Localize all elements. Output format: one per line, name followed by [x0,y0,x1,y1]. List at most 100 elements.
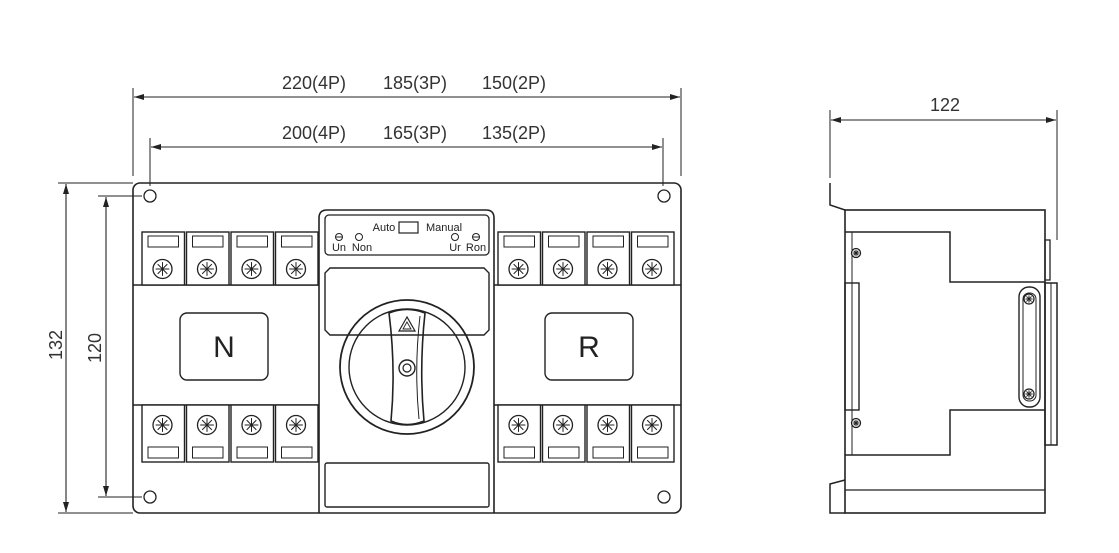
terminal-wire-slot [637,235,669,248]
indicator-non-label: Non [352,242,372,254]
terminal-screw-icon [508,414,529,436]
mounting-hole-bottom-right [657,490,671,504]
screw-slot [1026,296,1032,302]
rotary-handle [339,299,475,435]
terminal-wire-slot [281,446,313,459]
indicator-ur-label: Ur [449,242,461,254]
terminal-screw-icon [552,414,574,436]
bottom-terminal-left-3 [230,404,275,463]
terminal-screw-icon [285,414,307,436]
bottom-terminal-left-4 [274,404,319,463]
screw-slot [602,419,613,431]
terminal-screw-icon [597,414,618,436]
screw-slot [602,263,613,275]
overall-height-label: 132 [46,330,66,360]
control-module-outline [318,209,495,513]
slotted-bracket-outer [1018,286,1041,408]
screw-slot [1026,391,1032,397]
mounting-width-label-2p: 135(2P) [482,123,546,143]
terminal-wire-slot [592,235,624,248]
screw-slot [853,420,859,426]
screw-slot [201,263,213,275]
terminal-wire-slot [637,446,669,459]
side-slotted-bracket [1018,286,1041,408]
bottom-terminal-left-1 [141,404,186,463]
depth-label: 122 [930,95,960,115]
terminal-screw-icon [196,414,218,436]
screw-slot [201,419,213,431]
handle-grip [388,308,426,426]
handle-inner-ring [348,308,466,426]
screw-slot [157,419,168,431]
din-clip-top [829,183,846,211]
front-view: 220(4P) 185(3P) 150(2P) 200(4P) 165(3P) … [46,73,682,514]
overall-height-dimension: 132 [46,182,133,514]
mounting-height-dimension: 120 [85,195,142,498]
overall-width-label-4p: 220(4P) [282,73,346,93]
handle-hub-outer [398,359,416,377]
side-screw-bottom-icon [850,417,862,429]
normal-source-letter: N [213,331,235,364]
depth-dimension: 122 [829,95,1058,240]
top-terminal-right-1 [497,231,542,286]
terminal-wire-slot [147,446,179,459]
top-terminal-left-2 [185,231,230,286]
mode-auto-label: Auto [373,222,396,234]
terminal-wire-slot [281,235,313,248]
indicator-non-lamp [355,233,363,241]
terminal-screw-icon [196,258,218,280]
screw-slot [290,263,302,275]
terminal-screw-icon [241,414,262,436]
overall-width-label-3p: 185(3P) [383,73,447,93]
slotted-bracket-slot [1022,292,1037,402]
side-left-tab [844,282,860,411]
terminal-screw-icon [508,258,529,280]
screw-slot [290,419,302,431]
status-panel-frame [324,214,490,256]
mounting-height-label: 120 [85,333,105,363]
screw-slot [513,263,524,275]
mounting-width-label-3p: 165(3P) [383,123,447,143]
screw-slot [246,263,257,275]
terminal-blocks [141,231,675,463]
mounting-hole-bottom-left [143,490,157,504]
terminal-screw-icon [152,414,173,436]
reserve-source-label-box: R [544,312,634,381]
screw-slot [646,419,658,431]
mounting-hole-top-right [657,189,671,203]
terminal-screw-icon [597,258,618,280]
screw-slot [157,263,168,275]
top-terminal-left-3 [230,231,275,286]
normal-source-box [179,312,269,381]
din-clip-bottom [829,479,846,514]
side-body-outline [844,209,1046,514]
terminal-screw-icon [285,258,307,280]
terminal-screw-icon [641,414,663,436]
terminal-screw-icon [641,258,663,280]
side-screw-top-icon [850,247,862,259]
side-view: 122 [829,95,1058,514]
terminal-screw-icon [152,258,173,280]
screw-slot [513,419,524,431]
terminal-wire-slot [548,235,580,248]
mode-selector-window [398,221,419,234]
screw-slot [646,263,658,275]
control-module: Auto Manual Un Non Ur Ron [318,209,495,513]
normal-source-label-box: N [179,312,269,381]
reserve-source-box [544,312,634,381]
top-terminal-right-4 [630,231,675,286]
side-lower-step [845,409,1045,456]
terminal-wire-slot [236,446,268,459]
terminal-wire-slot [503,235,535,248]
status-panel: Auto Manual Un Non Ur Ron [324,214,490,256]
nameplate-area [324,462,490,508]
top-terminal-left-4 [274,231,319,286]
mounting-width-label-4p: 200(4P) [282,123,346,143]
handle-hub-inner [402,363,412,373]
bracket-screw-top-icon [1023,293,1035,305]
bracket-screw-bottom-icon [1023,388,1035,400]
terminal-screw-icon [552,258,574,280]
mounting-hole-top-left [143,189,157,203]
indicator-un-label: Un [332,242,346,254]
